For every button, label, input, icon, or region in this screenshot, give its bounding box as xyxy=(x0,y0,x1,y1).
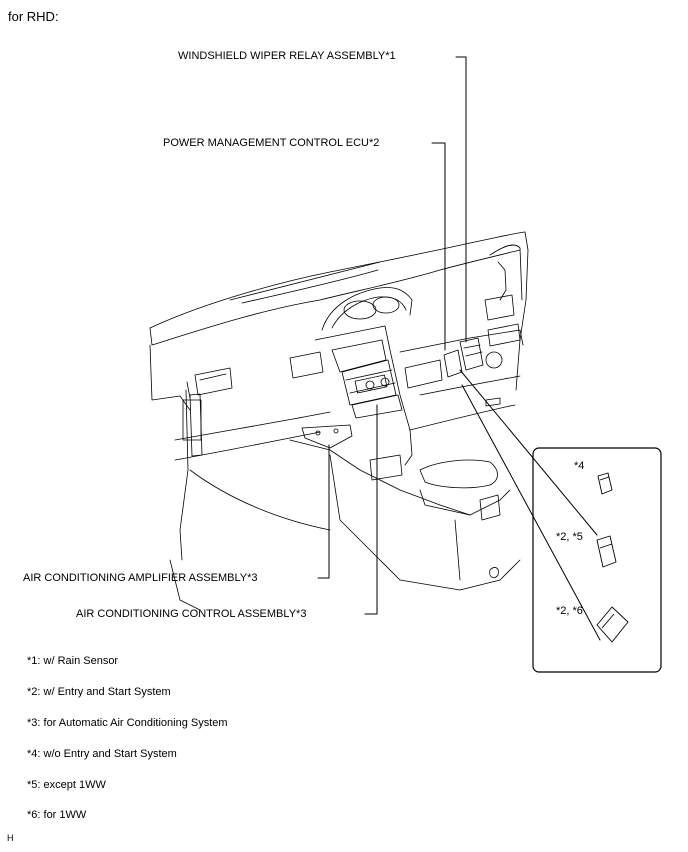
note-2: *2: w/ Entry and Start System xyxy=(27,686,171,698)
note-1: *1: w/ Rain Sensor xyxy=(27,655,119,667)
inset-box xyxy=(532,447,662,673)
wiper-relay-part xyxy=(459,337,484,371)
note-5: *5: except 1WW xyxy=(27,779,106,791)
inset-part-3 xyxy=(596,606,629,643)
callout-ac-amplifier: AIR CONDITIONING AMPLIFIER ASSEMBLY*3 xyxy=(23,572,258,584)
leader-lines xyxy=(317,56,601,641)
page-heading: for RHD: xyxy=(8,9,59,24)
inset-part-2 xyxy=(596,535,617,568)
inset-part-1 xyxy=(597,472,613,495)
inset-label-1: *4 xyxy=(574,460,585,472)
inset-label-2: *2, *5 xyxy=(556,531,583,543)
callout-wiper-relay: WINDSHIELD WIPER RELAY ASSEMBLY*1 xyxy=(178,50,396,62)
power-ecu-part xyxy=(443,349,463,378)
note-4: *4: w/o Entry and Start System xyxy=(27,748,177,760)
figure-code: H xyxy=(7,833,14,843)
ac-amplifier-part xyxy=(301,424,353,449)
note-6: *6: for 1WW xyxy=(27,809,87,821)
callout-power-management-ecu: POWER MANAGEMENT CONTROL ECU*2 xyxy=(163,137,380,149)
note-3: *3: for Automatic Air Conditioning Syste… xyxy=(27,717,228,729)
inset-label-3: *2, *6 xyxy=(556,605,583,617)
ac-amplifier-left-part xyxy=(182,399,202,441)
callout-ac-control: AIR CONDITIONING CONTROL ASSEMBLY*3 xyxy=(76,608,307,620)
